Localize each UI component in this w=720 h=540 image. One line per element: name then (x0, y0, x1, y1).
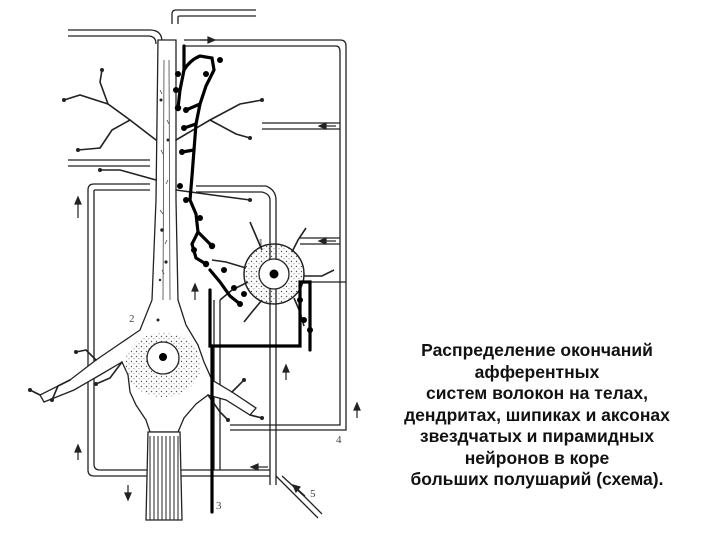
label-stellate-neuron: 1 (258, 237, 264, 249)
dendrite-granules (156, 98, 170, 322)
dendritic-branches (29, 69, 263, 421)
caption-line: Распределение окончаний (421, 340, 653, 360)
label-afferent-3: 3 (216, 500, 222, 512)
figure-caption: Распределение окончаний афферентных сист… (372, 340, 702, 491)
caption-line: звездчатых и пирамидных (419, 426, 655, 446)
pyramidal-axon-bundle (149, 436, 179, 520)
figure-labels: 1 2 3 4 5 (129, 237, 342, 512)
pyramidal-neuron (39, 39, 257, 521)
caption-line: афферентных (474, 361, 600, 382)
synaptic-boutons (173, 57, 313, 333)
caption-line: дендритах, шипиках и аксонах (404, 404, 670, 425)
label-pyramidal-neuron: 2 (129, 313, 135, 325)
caption-line: нейронов в коре (464, 447, 610, 468)
afferent-fiber-tracts (68, 9, 347, 519)
direction-arrows (74, 36, 361, 502)
dendrite-spines (28, 68, 264, 422)
stellate-neuron (211, 221, 335, 327)
caption-line: больших полушарий (схема). (410, 469, 664, 489)
caption-line: систем волокон на телах, (425, 383, 649, 403)
apical-dendrite-texture (159, 59, 171, 301)
label-afferent-4: 4 (336, 434, 342, 446)
label-afferent-5: 5 (310, 488, 316, 500)
